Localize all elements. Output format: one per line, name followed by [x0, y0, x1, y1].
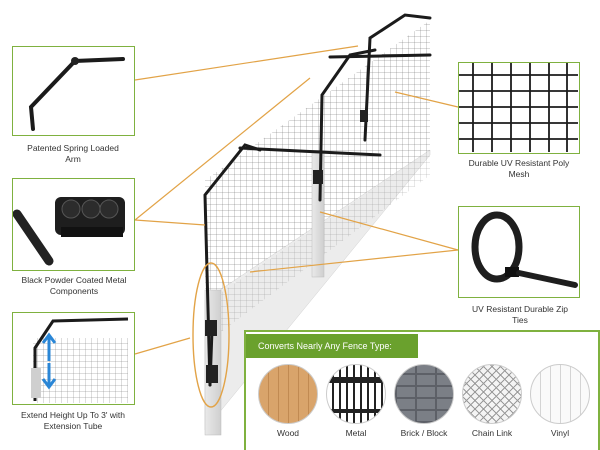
metal-fence-icon [326, 364, 386, 424]
callout-metal-caption: Black Powder Coated Metal Components [21, 275, 127, 296]
chain-link-fence-icon [462, 364, 522, 424]
fence-type-label: Chain Link [471, 428, 513, 438]
fence-type-chain-link: Chain Link [460, 364, 524, 438]
clamp [360, 110, 368, 122]
extension-tube-icon [31, 317, 129, 403]
fence-type-metal: Metal [324, 364, 388, 438]
callout-zip-image [458, 206, 580, 298]
metal-components-icon [12, 197, 125, 266]
clamp [205, 320, 217, 336]
highlight-oval [192, 262, 230, 408]
leader-lines [134, 45, 459, 355]
callout-mesh-image [458, 62, 580, 154]
clamp [206, 365, 218, 383]
callout-arm-image [12, 46, 135, 136]
fence-type-label: Brick / Block [400, 428, 448, 438]
vinyl-fence-icon [530, 364, 590, 424]
wood-fence-icon [258, 364, 318, 424]
callout-extend-caption: Extend Height Up To 3' with Extension Tu… [21, 410, 125, 431]
spring-arm-icon [28, 57, 125, 131]
zip-tie-icon [471, 211, 578, 288]
fence-types-header: Converts Nearly Any Fence Type: [246, 334, 418, 358]
callout-mesh-caption: Durable UV Resistant Poly Mesh [468, 158, 570, 179]
callout-arm-caption: Patented Spring Loaded Arm [27, 143, 119, 164]
brick-fence-icon [394, 364, 454, 424]
fence-type-label: Wood [276, 428, 300, 438]
clamp [313, 170, 323, 184]
callout-extend-image [12, 312, 135, 405]
fence-type-vinyl: Vinyl [528, 364, 592, 438]
fence-type-brick: Brick / Block [392, 364, 456, 438]
fence-type-label: Metal [345, 428, 367, 438]
fence-type-label: Vinyl [550, 428, 570, 438]
callout-metal-image [12, 178, 135, 271]
poly-mesh-icon [459, 63, 578, 152]
callout-zip-caption: UV Resistant Durable Zip Ties [472, 304, 568, 325]
fence-type-wood: Wood [256, 364, 320, 438]
